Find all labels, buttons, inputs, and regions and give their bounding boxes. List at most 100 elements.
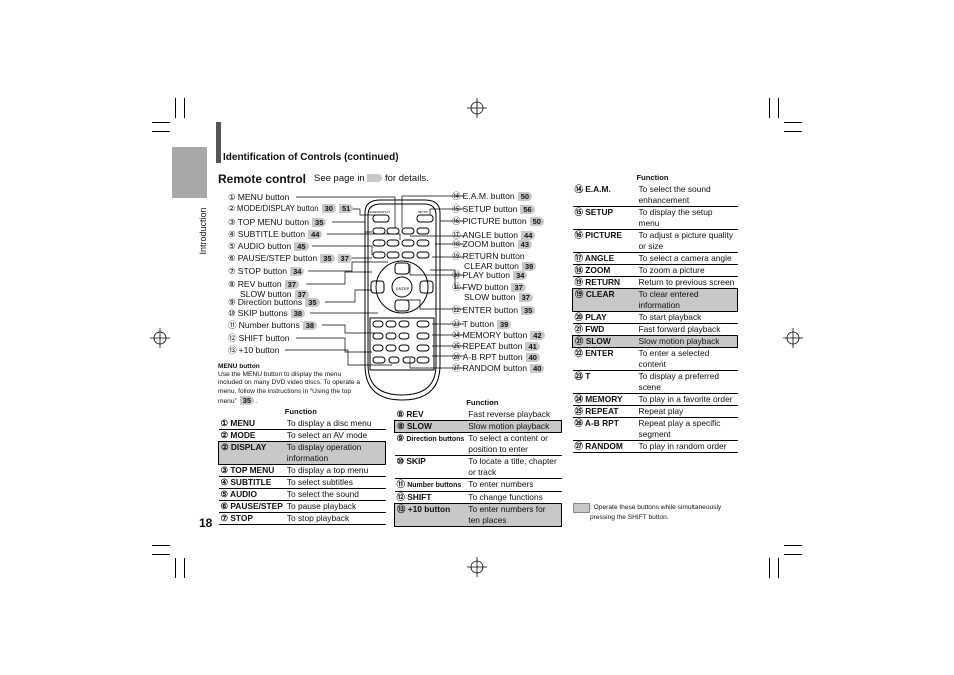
control-name: ⑨ Direction buttons bbox=[394, 432, 467, 456]
control-function: To locate a title, chapter or track bbox=[466, 455, 562, 479]
page-ref-badge: 35 bbox=[521, 306, 536, 315]
page-ref-badge: 44 bbox=[521, 231, 536, 240]
control-function: To clear entered information bbox=[636, 288, 738, 312]
function-header: Function bbox=[466, 398, 499, 407]
control-function: To enter a selected content bbox=[636, 347, 738, 371]
page-ref-badge: 35 bbox=[320, 254, 335, 263]
control-function: To display operation information bbox=[284, 441, 386, 465]
crop-mark bbox=[175, 98, 176, 118]
page-ref-badge: 38 bbox=[302, 321, 318, 330]
control-name: ⑰ ANGLE bbox=[572, 252, 637, 265]
crop-mark bbox=[152, 545, 170, 546]
control-function: To select a camera angle bbox=[636, 252, 738, 265]
control-name: ⑧ SLOW bbox=[394, 420, 467, 433]
see-page-suffix: for details. bbox=[385, 173, 429, 184]
page-ref-badge: 39 bbox=[521, 262, 537, 271]
control-name: ⑲ CLEAR bbox=[572, 288, 637, 312]
page-ref-badge: 37 bbox=[284, 280, 300, 289]
page-ref-badge: 30 bbox=[321, 204, 336, 213]
control-name: ⑮ SETUP bbox=[572, 206, 637, 230]
control-function: To enter numbers for ten places bbox=[466, 503, 563, 527]
subtitle: Remote control bbox=[218, 172, 307, 186]
control-name: ㉑ SLOW bbox=[572, 335, 637, 348]
control-function: To display the setup menu bbox=[636, 206, 738, 230]
control-name: ① MENU bbox=[218, 418, 285, 430]
registration-target-icon bbox=[467, 557, 487, 577]
control-name: ⑧ REV bbox=[394, 409, 467, 421]
menu-note: MENU button Use the MENU button to displ… bbox=[218, 363, 363, 406]
control-function: To play in a favorite order bbox=[636, 393, 738, 406]
control-function: To display a disc menu bbox=[284, 418, 386, 430]
control-function: To stop playback bbox=[284, 512, 386, 525]
control-function: To zoom a picture bbox=[636, 264, 738, 277]
crop-mark bbox=[784, 122, 802, 123]
crop-mark bbox=[769, 98, 770, 118]
control-function: Repeat play bbox=[636, 405, 738, 418]
crop-mark bbox=[152, 122, 170, 123]
shift-legend-swatch bbox=[573, 503, 590, 513]
page-ref-badge: 37 bbox=[511, 283, 526, 292]
page-ref-swatch bbox=[367, 174, 383, 183]
page-ref-badge: 56 bbox=[520, 205, 535, 214]
control-function: To adjust a picture quality or size bbox=[636, 229, 738, 253]
control-name: ⑬ +10 button bbox=[394, 503, 467, 527]
see-page-prefix: See page in bbox=[314, 173, 365, 184]
page-ref-badge: 35 bbox=[312, 218, 327, 227]
registration-target-icon bbox=[783, 328, 803, 348]
page-ref-badge: 41 bbox=[525, 342, 540, 351]
crop-mark bbox=[152, 554, 170, 555]
control-name: ⑤ AUDIO bbox=[218, 488, 285, 501]
page-ref-badge: 38 bbox=[290, 309, 306, 318]
control-name: ④ SUBTITLE bbox=[218, 476, 285, 489]
page-ref-badge: 40 bbox=[525, 353, 540, 362]
control-name: ㉗ RANDOM bbox=[572, 440, 637, 453]
control-function: To select the sound enhancement bbox=[636, 184, 738, 207]
registration-target-icon bbox=[467, 98, 487, 118]
control-function: To play in random order bbox=[636, 440, 738, 453]
page-ref-badge: 43 bbox=[517, 240, 533, 249]
registration-target-icon bbox=[150, 328, 170, 348]
crop-mark bbox=[784, 545, 802, 546]
control-name: ③ TOP MENU bbox=[218, 464, 285, 477]
control-function: Fast forward playback bbox=[636, 323, 738, 336]
page-ref-badge: 39 bbox=[496, 320, 512, 329]
control-function: To start playback bbox=[636, 311, 738, 324]
label-plus10: ⑬+10 button bbox=[228, 345, 280, 355]
control-function: To enter numbers bbox=[466, 478, 562, 492]
